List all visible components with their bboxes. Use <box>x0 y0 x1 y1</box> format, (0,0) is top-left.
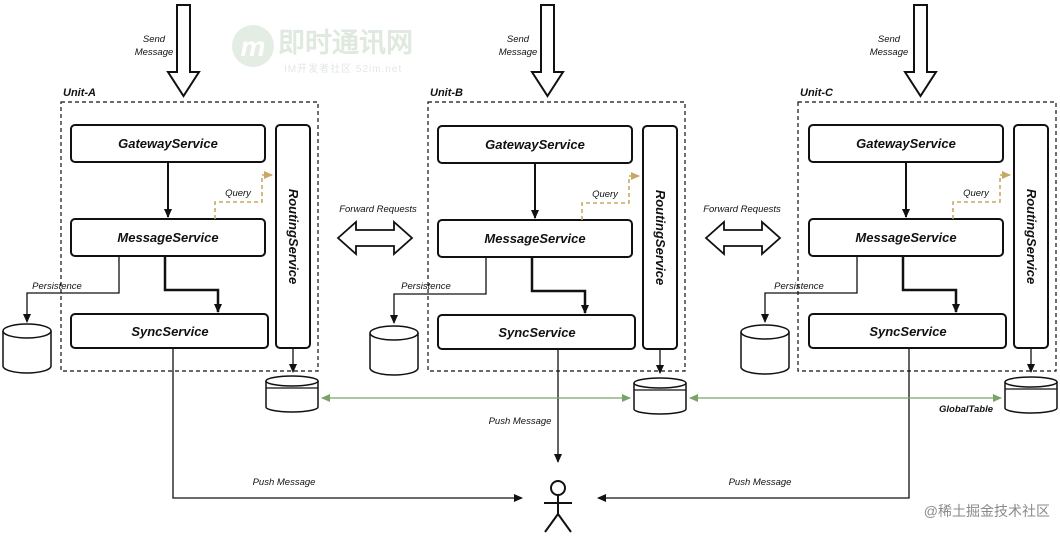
message-service-label: MessageService <box>484 231 585 246</box>
unit-b: Send Message Unit-B GatewayService Messa… <box>369 4 687 463</box>
forward-requests-label: Forward Requests <box>703 204 781 215</box>
send-label: Message <box>135 47 174 58</box>
gateway-service-label: GatewayService <box>118 136 218 151</box>
query-arrow <box>581 172 640 220</box>
persistence-arrow <box>761 256 858 323</box>
sync-service-box <box>808 313 1007 349</box>
persistence-label: Persistence <box>774 281 824 292</box>
push-message-label: Push Message <box>729 477 792 488</box>
global-table-icon <box>1004 376 1058 414</box>
send-message-arrow-icon <box>166 4 201 98</box>
watermark-subtitle: IM开发者社区 52im.net <box>284 62 402 75</box>
unit-boundary <box>797 101 1057 372</box>
query-label: Query <box>592 189 619 200</box>
routing-service-label: RoutingService <box>286 189 301 284</box>
global-table-label: GlobalTable <box>939 404 994 415</box>
forward-requests-arrow-icon <box>336 219 414 257</box>
watermark: m 即时通讯网 IM开发者社区 52im.net <box>232 25 413 75</box>
message-to-sync-arrow <box>901 256 960 313</box>
send-message-arrow-icon <box>530 4 565 98</box>
sync-service-label: SyncService <box>131 324 208 339</box>
message-service-label: MessageService <box>117 230 218 245</box>
push-message-label: Push Message <box>489 416 552 427</box>
sync-service-box <box>70 313 269 349</box>
message-to-sync-arrow <box>163 256 222 313</box>
database-icon <box>369 325 419 376</box>
watermark-bottom-text: @稀土掘金技术社区 <box>924 503 1050 519</box>
message-service-box <box>70 218 266 257</box>
user-icon <box>544 480 572 533</box>
message-service-box <box>437 219 633 258</box>
push-message-label: Push Message <box>253 477 316 488</box>
database-icon <box>2 323 52 374</box>
routing-service-label: RoutingService <box>1024 189 1039 284</box>
gateway-service-label: GatewayService <box>485 137 585 152</box>
send-label: Send <box>507 34 530 45</box>
message-service-box <box>808 218 1004 257</box>
watermark-logo-letter: m <box>241 31 266 62</box>
send-message-arrow-icon <box>903 4 938 98</box>
send-label: Message <box>870 47 909 58</box>
sync-service-box <box>437 314 636 350</box>
persistence-label: Persistence <box>32 281 82 292</box>
send-label: Send <box>143 34 166 45</box>
database-icon <box>740 324 790 375</box>
send-label: Send <box>878 34 901 45</box>
watermark-title: 即时通讯网 <box>278 28 413 58</box>
message-to-sync-arrow <box>530 257 589 314</box>
global-table-icon <box>633 377 687 415</box>
unit-c: Send Message Unit-C GatewayService Messa… <box>597 4 1058 502</box>
sync-service-label: SyncService <box>869 324 946 339</box>
query-arrow <box>214 171 273 219</box>
push-message-arrow <box>172 348 523 502</box>
query-arrow <box>952 171 1011 219</box>
message-service-label: MessageService <box>855 230 956 245</box>
routing-service-label: RoutingService <box>653 190 668 285</box>
unit-a: Send Message Unit-A GatewayService Messa… <box>2 4 523 502</box>
unit-boundary <box>427 101 686 372</box>
query-label: Query <box>963 188 990 199</box>
gateway-service-label: GatewayService <box>856 136 956 151</box>
sync-service-label: SyncService <box>498 325 575 340</box>
forward-requests-label: Forward Requests <box>339 204 417 215</box>
persistence-arrow <box>390 257 487 324</box>
unit-boundary <box>60 101 319 372</box>
persistence-arrow <box>23 256 120 323</box>
persistence-label: Persistence <box>401 281 451 292</box>
send-label: Message <box>499 47 538 58</box>
unit-label: Unit-B <box>430 87 463 99</box>
global-table-icon <box>265 375 319 413</box>
watermark-logo-icon <box>232 25 274 67</box>
forward-requests-arrow-icon <box>704 219 782 257</box>
unit-label: Unit-A <box>63 87 96 99</box>
query-label: Query <box>225 188 252 199</box>
unit-label: Unit-C <box>800 87 834 99</box>
